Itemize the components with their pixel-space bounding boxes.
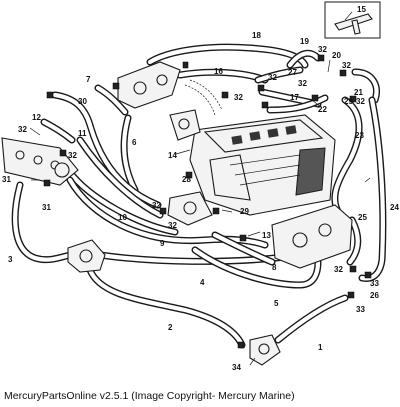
callout-21: 21 [354,88,363,97]
callout-23: 23 [355,131,364,140]
callout-13: 13 [262,231,271,240]
callout-15: 15 [357,5,366,14]
callout-30: 30 [78,97,87,106]
hose-clamps [43,54,372,349]
callout-14: 14 [168,151,177,160]
callout-32: 32 [234,93,243,102]
callout-32: 32 [318,45,327,54]
callout-33: 33 [370,279,379,288]
callout-32: 32 [268,73,277,82]
callout-32: 32 [356,97,365,106]
callout-32: 32 [168,221,177,230]
circulating-pump [167,191,213,226]
callout-20: 20 [332,51,341,60]
small-lines [184,79,223,116]
callout-31: 31 [42,203,51,212]
bottom-fitting [249,334,281,366]
callout-27: 27 [288,68,297,77]
callout-18: 18 [252,31,261,40]
callout-24: 24 [390,203,399,212]
callout-34: 34 [232,363,241,372]
exhaust-manifold-bottom [271,204,353,269]
callout-10: 10 [118,213,127,222]
callout-32: 32 [18,125,27,134]
callout-32: 32 [68,151,77,160]
sea-water-pump [67,239,106,273]
leader-lines [29,11,371,366]
callout-7: 7 [86,75,91,84]
callout-19: 19 [300,37,309,46]
callout-6: 6 [132,138,137,147]
callout-32: 32 [152,201,161,210]
distribution-block-left [1,137,79,186]
callout-labels: 15 18 19 32 20 32 27 16 32 32 21 32 17 2… [2,5,399,372]
callout-33: 33 [356,305,365,314]
copyright-caption: MercuryPartsOnline v2.5.1 (Image Copyrig… [4,390,295,402]
callout-25: 25 [358,213,367,222]
callout-5: 5 [274,299,279,308]
callout-16: 16 [214,67,223,76]
inset-part-15 [324,1,381,39]
callout-31: 31 [2,175,11,184]
exhaust-manifold-top [117,61,181,109]
callout-2: 2 [168,323,173,332]
callout-32: 32 [298,79,307,88]
callout-11: 11 [78,129,87,138]
thermostat-housing [169,109,201,141]
callout-9: 9 [160,239,165,248]
callout-29: 29 [240,207,249,216]
engine-block [189,114,336,216]
callout-22: 22 [318,105,327,114]
callout-28: 28 [182,175,191,184]
callout-26: 26 [370,291,379,300]
callout-3: 3 [8,255,13,264]
callout-32: 32 [342,61,351,70]
callout-1: 1 [318,343,323,352]
callout-29: 29 [344,97,353,106]
callout-17: 17 [290,93,299,102]
hoses [11,43,387,349]
callout-12: 12 [32,113,41,122]
callout-8: 8 [272,263,277,272]
callout-32: 32 [334,265,343,274]
callout-4: 4 [200,278,205,287]
